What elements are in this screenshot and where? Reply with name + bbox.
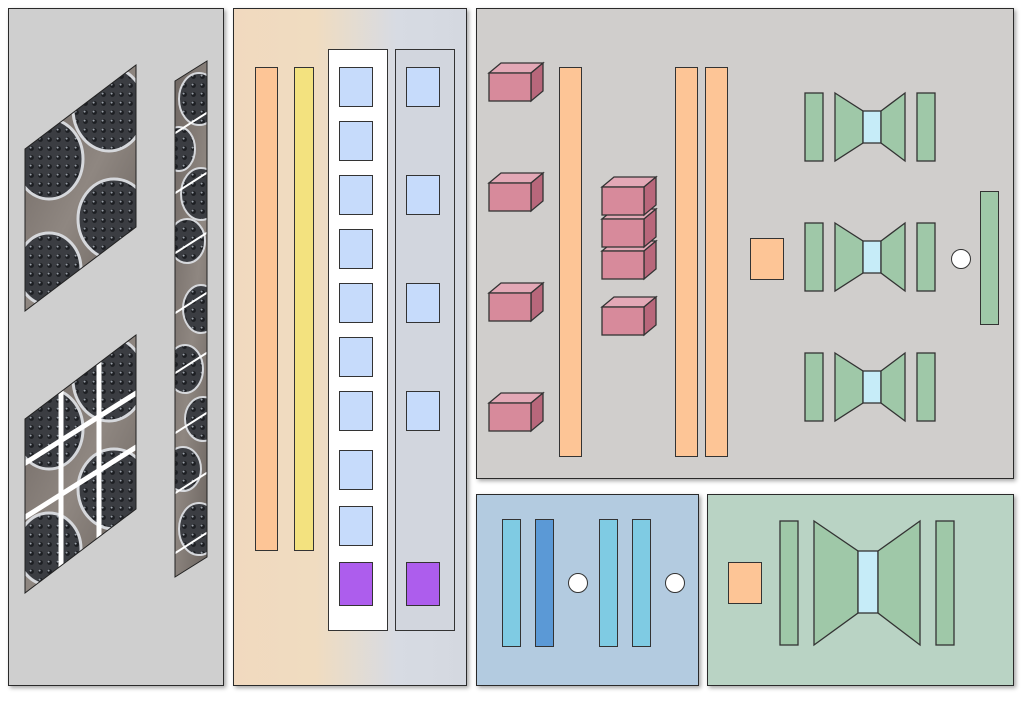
patch-sequence-strip (175, 61, 207, 577)
dark-blue-feature-bar (535, 519, 554, 647)
token-column-gray (395, 49, 455, 631)
pink-cube-icon (488, 172, 544, 212)
token-square (339, 450, 373, 490)
split-image-patch (25, 335, 136, 593)
hourglass-encoder-decoder-icon (779, 519, 955, 647)
green-output-bar (980, 191, 999, 325)
token-square (339, 67, 373, 107)
token-embedding-panel (233, 8, 467, 686)
masked-token-square (406, 283, 440, 323)
masked-token-square (406, 391, 440, 431)
light-blue-feature-bar (632, 519, 651, 647)
class-token-square (406, 562, 440, 606)
orange-feature-bar (255, 67, 278, 551)
main-network-panel (476, 8, 1014, 479)
combine-circle-icon (951, 249, 971, 269)
combine-circle-icon (568, 573, 588, 593)
token-square (339, 337, 373, 377)
hourglass-encoder-decoder-icon (804, 351, 936, 423)
cube-blocks (488, 62, 936, 432)
yellow-feature-bar (294, 67, 314, 551)
pink-cube-icon (601, 176, 657, 216)
full-image-patch (25, 65, 136, 311)
token-square (339, 391, 373, 431)
token-square (339, 229, 373, 269)
token-column-white (328, 49, 388, 631)
masked-token-square (406, 67, 440, 107)
orange-token-square (750, 238, 784, 280)
pink-cube-icon (601, 296, 657, 336)
token-square (339, 506, 373, 546)
pink-cube-icon (488, 62, 544, 102)
token-square (339, 175, 373, 215)
class-token-square (339, 562, 373, 606)
orange-feature-bar (559, 67, 582, 457)
light-blue-feature-bar (599, 519, 618, 647)
orange-token-square (728, 562, 762, 604)
masked-token-square (406, 175, 440, 215)
image-patch-panel (8, 8, 224, 686)
pink-cube-icon (488, 282, 544, 322)
orange-feature-bar (675, 67, 698, 457)
hourglass-encoder-decoder-icon (804, 91, 936, 163)
token-square (339, 121, 373, 161)
fusion-panel (476, 494, 699, 686)
token-square (339, 283, 373, 323)
combine-circle-icon (665, 573, 685, 593)
texture-images (24, 60, 208, 595)
decoder-panel (707, 494, 1014, 686)
pink-cube-icon (488, 392, 544, 432)
hourglass-encoder-decoder-icon (804, 221, 936, 293)
light-blue-feature-bar (502, 519, 521, 647)
orange-feature-bar (705, 67, 728, 457)
